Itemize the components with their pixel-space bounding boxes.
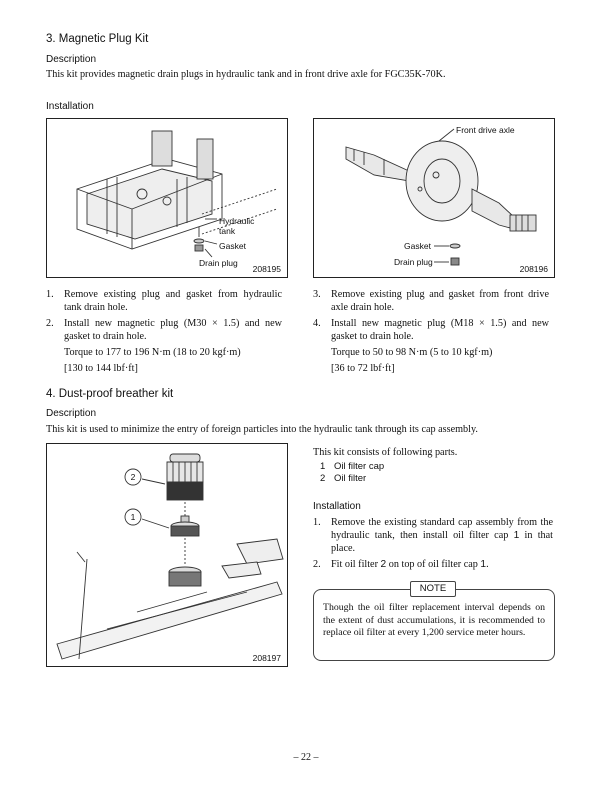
- note-label: NOTE: [410, 581, 456, 597]
- parts-intro: This kit consists of following parts.: [313, 447, 458, 458]
- step-3-number: 3.: [313, 289, 321, 300]
- part-2-number: 2: [320, 473, 326, 484]
- torque-right-2: [36 to 72 lbf·ft]: [331, 363, 395, 374]
- install-step-2-number: 2.: [313, 559, 321, 570]
- callout-hydraulic-tank-1: Hydraulic: [219, 216, 255, 226]
- install-step-2-text-a: Fit oil filter: [331, 559, 381, 570]
- step-2: 2. Install new magnetic plug (M30 × 1.5) …: [46, 317, 282, 343]
- install-step-2-text-c: .: [486, 559, 489, 570]
- install-step-1-number: 1.: [313, 517, 321, 528]
- step-4: 4. Install new magnetic plug (M18 × 1.5) …: [313, 317, 549, 343]
- figure-number-breather: 208197: [252, 653, 281, 663]
- part-2-name: Oil filter: [334, 473, 367, 484]
- installation-steps: 1. Remove the existing standard cap assem…: [313, 516, 553, 571]
- section-3-heading: 3. Magnetic Plug Kit: [46, 33, 149, 45]
- parts-list: 1 Oil filter cap 2 Oil filter: [320, 461, 384, 485]
- torque-right-1: Torque to 50 to 98 N·m (5 to 10 kgf·m): [331, 347, 493, 358]
- section-4-description-label: Description: [46, 408, 97, 419]
- callout-drain-plug-right: Drain plug: [394, 257, 433, 267]
- torque-left-1: Torque to 177 to 196 N·m (18 to 20 kgf·m…: [64, 347, 241, 358]
- install-step-2-text-b: on top of oil filter cap: [386, 559, 481, 570]
- section-4-description: This kit is used to minimize the entry o…: [46, 424, 478, 435]
- page-number: – 22 –: [293, 752, 319, 763]
- front-drive-axle-illustration: [345, 128, 537, 266]
- step-1: 1. Remove existing plug and gasket from h…: [46, 288, 282, 314]
- section-3-installation-label: Installation: [46, 101, 94, 112]
- step-2-text: Install new magnetic plug (M30 × 1.5) an…: [64, 318, 282, 342]
- figure-front-drive-axle: Front drive axle Gasket Drain plug 20819…: [313, 118, 555, 278]
- part-1: 1 Oil filter cap: [320, 461, 384, 473]
- part-2: 2 Oil filter: [320, 473, 384, 485]
- callout-gasket-right: Gasket: [404, 241, 431, 251]
- step-2-number: 2.: [46, 318, 54, 329]
- section-3-description-label: Description: [46, 54, 97, 65]
- step-3-text: Remove existing plug and gasket from fro…: [331, 289, 549, 313]
- breather-kit-illustration: [56, 453, 284, 660]
- figure-number-left: 208195: [252, 264, 281, 274]
- step-4-text: Install new magnetic plug (M18 × 1.5) an…: [331, 318, 549, 342]
- figure-number-right: 208196: [519, 264, 548, 274]
- steps-right: 3. Remove existing plug and gasket from f…: [313, 288, 549, 375]
- callout-gasket-left: Gasket: [219, 241, 246, 251]
- figure-hydraulic-tank: Hydraulic tank Gasket Drain plug 208195: [46, 118, 288, 278]
- steps-left: 1. Remove existing plug and gasket from h…: [46, 288, 282, 375]
- callout-front-drive-axle: Front drive axle: [456, 125, 515, 135]
- callout-drain-plug-left: Drain plug: [199, 258, 238, 268]
- callout-1: 1: [130, 512, 136, 522]
- install-step-1-text: Remove the existing standard cap assembl…: [331, 517, 553, 541]
- figure-breather-kit: 2 1 208197: [46, 443, 288, 667]
- callout-hydraulic-tank-2: tank: [219, 226, 236, 236]
- install-step-1-ref: 1: [513, 530, 520, 541]
- install-step-1: 1. Remove the existing standard cap assem…: [313, 516, 553, 555]
- section-4-heading: 4. Dust-proof breather kit: [46, 388, 174, 400]
- section-3-description: This kit provides magnetic drain plugs i…: [46, 69, 446, 80]
- note-text: Though the oil filter replacement interv…: [323, 602, 545, 638]
- install-step-2: 2. Fit oil filter 2 on top of oil filter …: [313, 558, 553, 571]
- step-4-number: 4.: [313, 318, 321, 329]
- note-box: Though the oil filter replacement interv…: [313, 589, 555, 661]
- step-3: 3. Remove existing plug and gasket from f…: [313, 288, 549, 314]
- section-4-installation-label: Installation: [313, 501, 361, 512]
- torque-left-2: [130 to 144 lbf·ft]: [64, 363, 138, 374]
- install-step-2-ref-2: 1: [480, 559, 487, 570]
- part-1-name: Oil filter cap: [334, 461, 385, 472]
- step-1-text: Remove existing plug and gasket from hyd…: [64, 289, 282, 313]
- part-1-number: 1: [320, 461, 326, 472]
- install-step-1-tail: in that place.: [331, 530, 553, 554]
- step-1-number: 1.: [46, 289, 54, 300]
- install-step-2-ref-1: 2: [380, 559, 387, 570]
- callout-2: 2: [130, 472, 136, 482]
- hydraulic-tank-illustration: [76, 130, 278, 258]
